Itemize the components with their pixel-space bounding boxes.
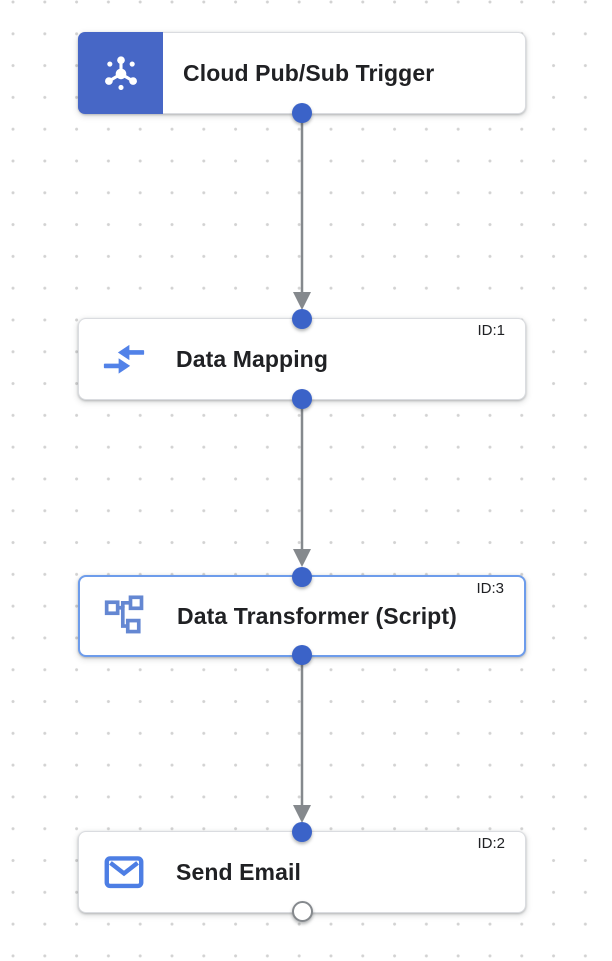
input-port[interactable] [292, 822, 312, 842]
node-id-badge: ID:2 [477, 835, 505, 852]
node-title: Cloud Pub/Sub Trigger [183, 59, 435, 86]
node-data-mapping[interactable]: ID:1 Data Mapping [78, 309, 526, 409]
node-send-email[interactable]: ID:2 Send Email [78, 822, 526, 922]
edge-data-mapping-to-data-transformer[interactable] [293, 400, 311, 567]
data-mapping-icon [103, 344, 145, 374]
output-port[interactable] [292, 103, 312, 123]
output-port-unconnected[interactable] [292, 901, 313, 922]
node-id-badge: ID:3 [476, 580, 504, 597]
node-title: Data Mapping [176, 345, 328, 372]
cloud-pubsub-icon [104, 56, 137, 91]
node-data-transformer-script[interactable]: ID:3 Data Transformer (Script) [78, 567, 526, 665]
output-port[interactable] [292, 389, 312, 409]
edge-data-transformer-to-send-email[interactable] [293, 657, 311, 823]
trigger-icon-box [78, 32, 163, 114]
node-title: Send Email [176, 858, 301, 885]
send-email-icon [104, 856, 144, 889]
node-cloud-pubsub-trigger[interactable]: Cloud Pub/Sub Trigger [78, 32, 526, 123]
data-transformer-icon [104, 595, 144, 634]
node-title: Data Transformer (Script) [177, 602, 457, 629]
edge-trigger-to-data-mapping[interactable] [293, 114, 311, 310]
output-port[interactable] [292, 645, 312, 665]
input-port[interactable] [292, 309, 312, 329]
node-id-badge: ID:1 [477, 322, 505, 339]
input-port[interactable] [292, 567, 312, 587]
